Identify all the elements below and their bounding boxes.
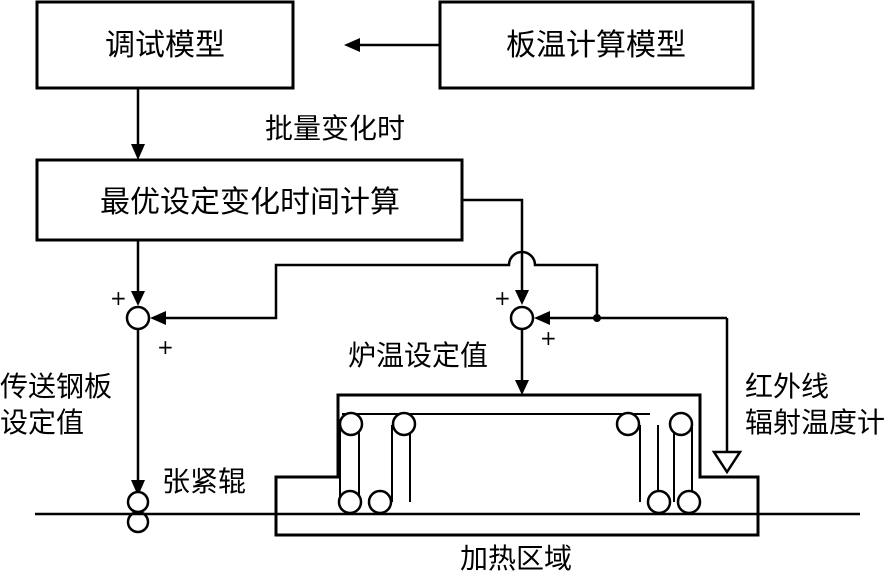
furnace-roll-top-4 (668, 411, 694, 437)
tuning-model-block: 调试模型 (35, 0, 295, 90)
ir-feedback-to-right-junction (534, 311, 727, 325)
tension-roll-lower (126, 510, 150, 534)
feedback-line-left (150, 250, 599, 325)
strip-serpentine-path (339, 413, 693, 502)
model-to-tuning-arrow (344, 38, 440, 52)
right-junction-to-furnace (515, 329, 529, 395)
right-junction-plus-right: + (540, 326, 557, 350)
optimal-time-calc-block: 最优设定变化时间计算 (35, 158, 464, 242)
calc-to-left-junction (131, 240, 145, 306)
ir-thermometer-sensor (711, 450, 743, 475)
calc-to-right-junction (462, 198, 529, 305)
furnace-roll-bottom-1 (337, 489, 363, 515)
tuning-to-calc-arrow (131, 88, 145, 160)
tuning-model-label: 调试模型 (105, 28, 225, 63)
left-junction-plus-right: + (157, 335, 174, 359)
plate-temp-model-label: 板温计算模型 (506, 28, 686, 63)
strip-setpoint-label-line1: 传送钢板 (0, 370, 112, 403)
left-junction-plus-top: + (110, 286, 127, 310)
left-summing-junction (125, 305, 151, 331)
tension-roll-label: 张紧辊 (162, 465, 246, 498)
strip-setpoint-label-line2: 设定值 (0, 406, 84, 439)
left-junction-to-tension-roll (131, 329, 145, 496)
tension-roll-upper (126, 490, 150, 514)
furnace-roll-bottom-2 (367, 489, 393, 515)
furnace-roll-bottom-3 (646, 489, 672, 515)
ir-thermometer-label-line1: 红外线 (745, 370, 829, 403)
plate-temp-model-block: 板温计算模型 (438, 0, 755, 90)
furnace-roll-top-2 (391, 411, 417, 437)
heating-zone-label: 加热区域 (460, 542, 572, 573)
right-summing-junction (509, 305, 535, 331)
furnace-roll-bottom-4 (676, 489, 702, 515)
optimal-time-calc-label: 最优设定变化时间计算 (100, 185, 400, 220)
batch-change-label: 批量变化时 (265, 112, 405, 145)
right-junction-plus-top: + (494, 286, 511, 310)
furnace-setpoint-label: 炉温设定值 (348, 339, 488, 372)
ir-thermometer-label-line2: 辐射温度计 (745, 406, 885, 439)
furnace-roll-top-3 (615, 411, 641, 437)
furnace-roll-top-1 (338, 411, 364, 437)
